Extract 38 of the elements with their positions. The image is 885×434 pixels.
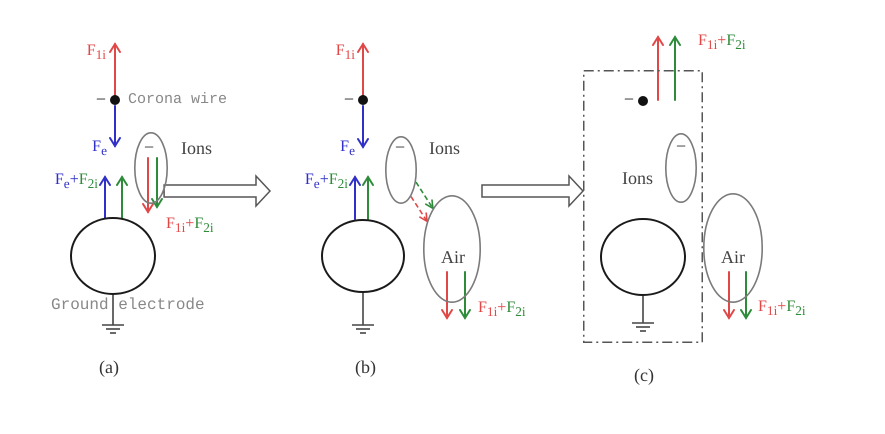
minus-sign: − <box>395 138 406 156</box>
force-label: F$_{1i}$ <box>336 43 355 62</box>
ions-ellipse <box>665 133 697 203</box>
electrode-circle <box>321 219 405 293</box>
dashed-arrow <box>415 182 434 210</box>
air-label: Air <box>721 248 745 266</box>
block-arrow <box>481 174 584 208</box>
force-label: F$_{1i}$+F$_{2i}$ <box>478 300 526 319</box>
ions-label: Ions <box>181 139 212 157</box>
panel-label: (a) <box>99 358 119 376</box>
force-label: F$_{e}$ <box>340 139 355 158</box>
force-label: F$_{e}$+F$_{2i}$ <box>304 172 348 191</box>
force-label: F$_{e}$ <box>92 139 107 158</box>
electrode-circle <box>70 217 156 295</box>
dashed-frame <box>583 70 703 343</box>
force-label: F$_{1i}$+F$_{2i}$ <box>758 299 806 318</box>
minus-sign: − <box>676 137 686 155</box>
force-label: F$_{1i}$+F$_{2i}$ <box>166 216 214 235</box>
panel-label: (c) <box>634 366 654 384</box>
force-label: F$_{1i}$+F$_{2i}$ <box>698 33 746 52</box>
minus-sign: − <box>144 138 154 156</box>
electrode-circle <box>600 218 686 296</box>
ions-label: Ions <box>429 139 460 157</box>
ions-ellipse <box>134 132 168 204</box>
air-ellipse <box>423 195 481 303</box>
block-arrow <box>163 174 272 208</box>
electrode-label: Ground electrode <box>51 297 205 313</box>
panel-label: (b) <box>355 358 376 376</box>
force-label: F$_{e}$+F$_{2i}$ <box>54 172 98 191</box>
minus-sign: − <box>96 90 106 108</box>
minus-sign: − <box>624 90 634 108</box>
ions-ellipse <box>385 136 417 204</box>
ions-label: Ions <box>622 169 653 187</box>
air-label: Air <box>441 248 465 266</box>
dashed-arrow <box>410 196 428 222</box>
force-label: F$_{1i}$ <box>86 43 106 62</box>
minus-sign: − <box>344 90 354 108</box>
wire-label: Corona wire <box>128 92 228 107</box>
